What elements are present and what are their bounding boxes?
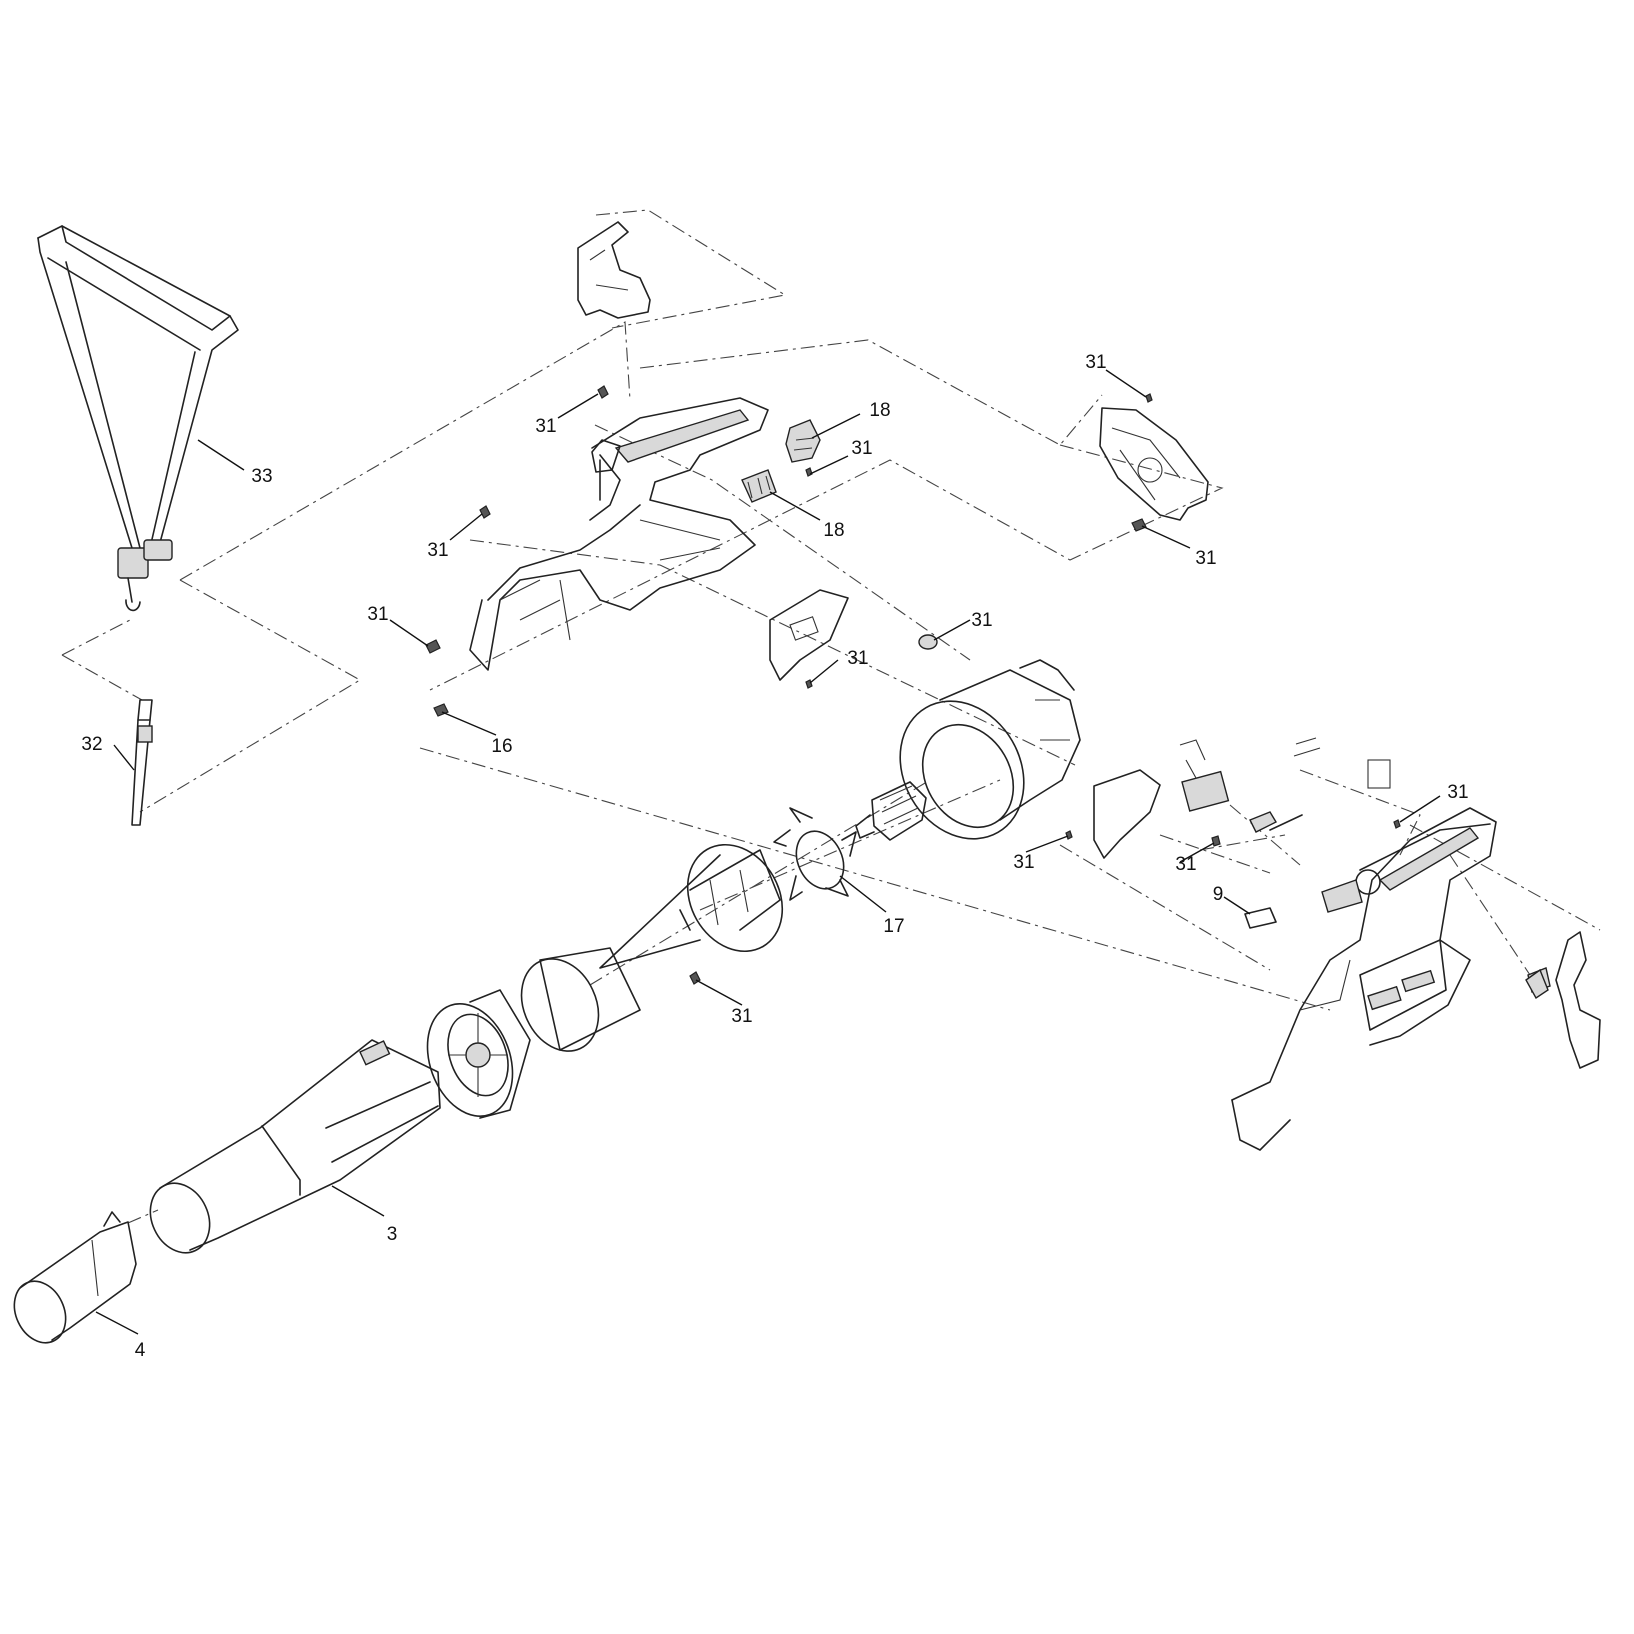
callout-17: 17: [883, 916, 904, 937]
callout-31: 31: [1085, 352, 1106, 373]
callout-3: 3: [387, 1224, 398, 1245]
callout-31: 31: [1175, 854, 1196, 875]
inner-cover-part: [1093, 769, 1161, 859]
ring-part: [520, 947, 641, 1052]
right-housing-part: [1231, 807, 1497, 1151]
callout-31: 16: [491, 736, 512, 757]
fan-housing-part: [899, 659, 1081, 840]
impeller-part: [426, 989, 531, 1119]
callout-31: 31: [731, 1006, 752, 1027]
callout-18: 18: [823, 520, 844, 541]
left-housing-part: [469, 397, 769, 671]
rear-bracket-part: [1527, 931, 1601, 1069]
callout-32: 32: [81, 734, 102, 755]
front-duct-part: [599, 843, 784, 969]
callout-16: 31: [971, 610, 992, 631]
top-bracket-part: [577, 221, 651, 319]
control-board-part: [1179, 737, 1391, 812]
callout-labels: 33 32 31 18 31 18 31 31 31 31 31 31 16 3…: [81, 352, 1468, 1361]
motor-part: [855, 781, 927, 841]
vent-cover-part: [769, 589, 849, 681]
callout-33: 33: [251, 466, 272, 487]
callout-31: 31: [535, 416, 556, 437]
callout-18: 18: [869, 400, 890, 421]
callout-31: 31: [1013, 852, 1034, 873]
callout-31: 31: [851, 438, 872, 459]
callout-31: 31: [1195, 548, 1216, 569]
callout-31: 31: [427, 540, 448, 561]
trigger-parts: [1244, 811, 1303, 929]
nozzle-part: [13, 1211, 137, 1344]
shoulder-strap-part: [37, 225, 239, 612]
callout-4: 4: [135, 1340, 146, 1361]
callout-9: 9: [1213, 884, 1224, 905]
fastener-parts: [425, 385, 1549, 1000]
switch-parts: [741, 419, 821, 503]
leader-lines: [95, 369, 1441, 1335]
strap-clip-part: [131, 699, 153, 826]
fan-part: [773, 807, 857, 901]
blower-tube-part: [149, 1039, 441, 1254]
callout-31: 31: [367, 604, 388, 625]
assembly-guide-lines: [61, 209, 1601, 1224]
callout-31: 31: [1447, 782, 1468, 803]
side-bracket-part: [1099, 407, 1209, 521]
callout-31: 31: [847, 648, 868, 669]
